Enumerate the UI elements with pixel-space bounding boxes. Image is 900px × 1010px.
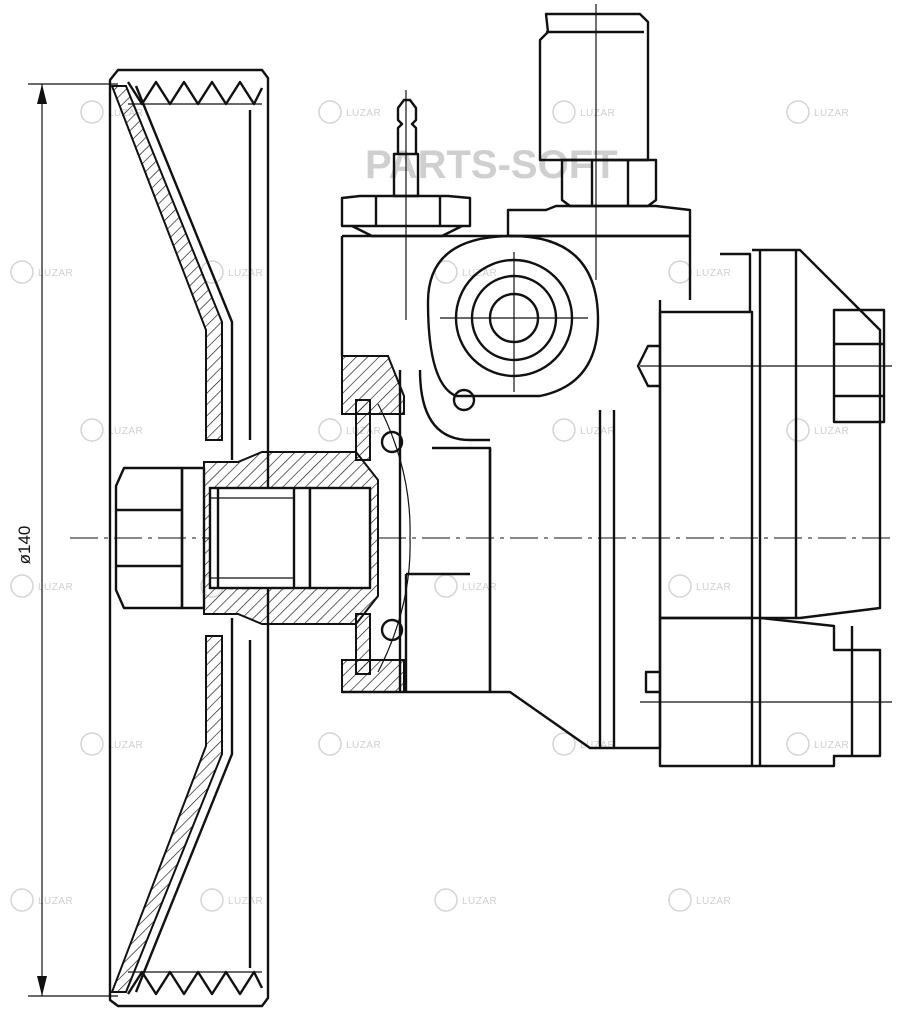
luzar-logo-icon: LUZAR [434, 888, 497, 912]
small-fitting [340, 90, 472, 320]
watermark-logo-text: LUZAR [696, 896, 731, 907]
luzar-logo-icon: LUZAR [318, 100, 381, 124]
luzar-logo-icon: LUZAR [786, 732, 849, 756]
luzar-logo-icon: LUZAR [668, 260, 731, 284]
shaft-thread [210, 488, 296, 588]
luzar-logo-icon: LUZAR [200, 260, 263, 284]
luzar-logo-icon: LUZAR [10, 260, 73, 284]
watermark-logo-text: LUZAR [696, 582, 731, 593]
diameter-label: ø140 [15, 526, 34, 565]
watermark-logo-text: LUZAR [38, 896, 73, 907]
pulley-web-lower [110, 635, 223, 993]
watermark-logo-text: LUZAR [346, 740, 381, 751]
watermark-logo-text: LUZAR [38, 268, 73, 279]
luzar-logo-icon: LUZAR [668, 888, 731, 912]
diameter-dimension: ø140 [15, 83, 118, 997]
watermark-logo-text: LUZAR [696, 268, 731, 279]
outlet-fitting [506, 4, 692, 280]
watermark-logo-text: LUZAR [228, 268, 263, 279]
rear-cover [636, 248, 892, 768]
pulley-web-upper [110, 85, 223, 441]
luzar-logo-icon: LUZAR [552, 100, 615, 124]
luzar-logo-icon: LUZAR [552, 418, 615, 442]
luzar-logo-icon: LUZAR [10, 888, 73, 912]
watermark-layer: LUZAR LUZAR LUZAR LUZAR LUZAR LUZAR LUZAR LUZAR… [10, 100, 849, 912]
watermark-logo-text: LUZAR [462, 268, 497, 279]
pulley-grooves-bottom [126, 970, 264, 996]
luzar-logo-icon: LUZAR [10, 574, 73, 598]
watermark-logo-text: LUZAR [108, 740, 143, 751]
watermark-logo-text: LUZAR [38, 582, 73, 593]
watermark-logo-text: LUZAR [814, 426, 849, 437]
watermark-logo-text: LUZAR [346, 108, 381, 119]
bearing [341, 355, 411, 693]
pulley [108, 68, 270, 1008]
luzar-logo-icon: LUZAR [786, 100, 849, 124]
luzar-logo-icon: LUZAR [80, 732, 143, 756]
watermark-logo-text: LUZAR [814, 108, 849, 119]
luzar-logo-icon: LUZAR [318, 418, 381, 442]
luzar-logo-icon: LUZAR [668, 574, 731, 598]
luzar-logo-icon: LUZAR [318, 732, 381, 756]
luzar-logo-icon: LUZAR [80, 418, 143, 442]
luzar-logo-icon: LUZAR [552, 732, 615, 756]
watermark-logo-text: LUZAR [228, 896, 263, 907]
watermark-logo-text: LUZAR [462, 896, 497, 907]
pulley-grooves-top [126, 80, 264, 106]
watermark-logo-text: LUZAR [580, 426, 615, 437]
brand-watermark: PARTS-SOFT [365, 143, 618, 187]
luzar-logo-icon: LUZAR [200, 888, 263, 912]
luzar-logo-icon: LUZAR [786, 418, 849, 442]
luzar-logo-icon: LUZAR [434, 260, 497, 284]
pulley-nut [114, 466, 206, 610]
watermark-logo-text: LUZAR [814, 740, 849, 751]
watermark-logo-text: LUZAR [580, 108, 615, 119]
inlet-port [426, 234, 600, 398]
luzar-logo-icon: LUZAR [434, 574, 497, 598]
watermark-logo-text: LUZAR [108, 426, 143, 437]
watermark-logo-text: LUZAR [580, 740, 615, 751]
watermark-logo-text: LUZAR [462, 582, 497, 593]
